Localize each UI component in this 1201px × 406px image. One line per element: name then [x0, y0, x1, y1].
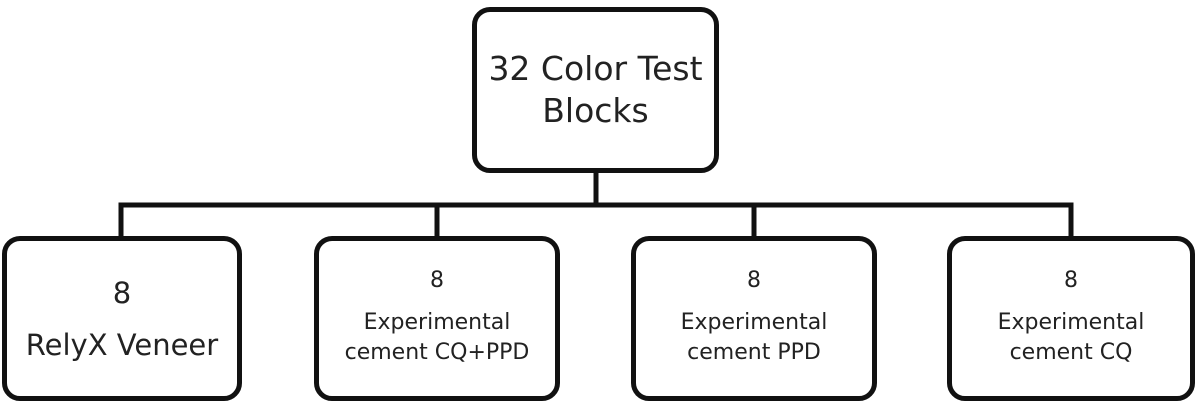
group-label: Experimental cement PPD	[681, 308, 828, 368]
group-node-cq-ppd: 8 Experimental cement CQ+PPD	[314, 236, 560, 401]
group-label: Experimental cement CQ	[998, 308, 1145, 368]
group-label-line-1: Experimental	[363, 310, 511, 335]
group-label-line-2: cement CQ+PPD	[344, 340, 530, 365]
group-label-line-2: cement PPD	[687, 340, 821, 365]
group-node-cq: 8 Experimental cement CQ	[947, 236, 1195, 401]
root-label-line-1: 32 Color Test	[488, 49, 703, 88]
group-count: 8	[430, 268, 444, 293]
group-label-line-1: Experimental	[997, 310, 1145, 335]
root-node: 32 Color Test Blocks	[472, 7, 719, 173]
group-count: 8	[112, 275, 132, 310]
group-label-line-1: Experimental	[680, 310, 828, 335]
group-node-relyx-veneer: 8 RelyX Veneer	[2, 236, 242, 401]
group-node-ppd: 8 Experimental cement PPD	[631, 236, 877, 401]
group-count: 8	[747, 268, 761, 293]
group-label-line-2: cement CQ	[1009, 340, 1133, 365]
group-label: RelyX Veneer	[25, 327, 219, 362]
group-count: 8	[1064, 268, 1078, 293]
root-label-line-2: Blocks	[542, 91, 649, 130]
group-label: Experimental cement CQ+PPD	[345, 308, 530, 368]
